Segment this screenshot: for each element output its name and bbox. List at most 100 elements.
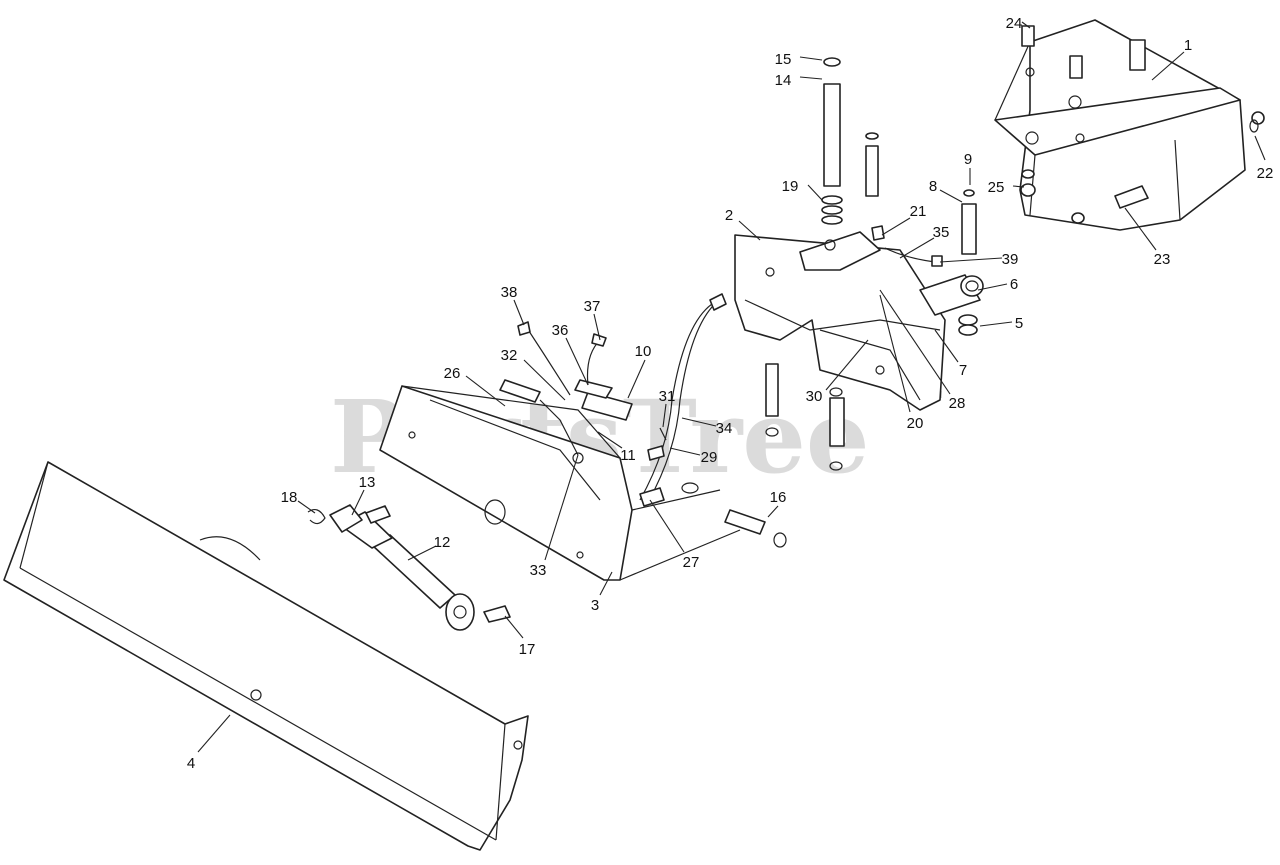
callout-layer: 1234567891011121314151617181920212223242… — [187, 15, 1274, 772]
callout-37[interactable]: 37 — [584, 298, 601, 341]
callout-24[interactable]: 24 — [1006, 15, 1031, 32]
callout-39[interactable]: 39 — [939, 251, 1018, 268]
callout-33[interactable]: 33 — [530, 454, 579, 579]
leader-line — [799, 56, 823, 61]
part-mount-plate[interactable] — [994, 19, 1246, 231]
callout-32[interactable]: 32 — [501, 347, 566, 401]
part-blade-frame[interactable] — [379, 385, 633, 581]
leader-line — [669, 447, 701, 456]
callout-9[interactable]: 9 — [964, 151, 972, 185]
callout-34[interactable]: 34 — [681, 417, 732, 437]
part-washers-5[interactable] — [958, 314, 978, 336]
callout-6[interactable]: 6 — [977, 276, 1018, 293]
leader-line — [825, 339, 869, 391]
leader-line — [899, 237, 935, 259]
callout-label: 9 — [964, 151, 972, 168]
part-pin-8[interactable] — [961, 189, 977, 255]
leader-line — [593, 313, 601, 341]
part-lower-pins[interactable] — [765, 363, 845, 471]
callout-2[interactable]: 2 — [725, 207, 761, 241]
leader-line — [807, 184, 823, 201]
leader-line — [1151, 51, 1185, 81]
callout-label: 10 — [635, 343, 652, 360]
callout-label: 14 — [775, 72, 792, 89]
leader-line — [934, 329, 959, 363]
callout-7[interactable]: 7 — [934, 329, 967, 379]
callout-15[interactable]: 15 — [775, 51, 823, 68]
callout-18[interactable]: 18 — [281, 489, 316, 514]
leader-line — [979, 321, 1013, 327]
callout-20[interactable]: 20 — [879, 294, 923, 432]
leader-line — [681, 417, 717, 427]
leader-line — [939, 257, 1003, 263]
callout-22[interactable]: 22 — [1254, 135, 1274, 182]
callout-label: 31 — [659, 388, 676, 405]
part-valve-assembly[interactable] — [499, 321, 633, 464]
callout-23[interactable]: 23 — [1124, 207, 1170, 268]
leader-line — [504, 615, 524, 639]
part-mount-hardware[interactable] — [1020, 25, 1265, 224]
callout-label: 3 — [591, 597, 599, 614]
leader-line — [513, 299, 525, 326]
callout-label: 5 — [1015, 315, 1023, 332]
callout-label: 22 — [1257, 165, 1274, 182]
part-pins-left[interactable] — [307, 505, 511, 623]
part-pins-right[interactable] — [619, 482, 787, 581]
callout-21[interactable]: 21 — [881, 203, 927, 236]
callout-29[interactable]: 29 — [669, 447, 717, 466]
leader-line — [1012, 185, 1025, 188]
leader-line — [407, 545, 437, 561]
callout-25[interactable]: 25 — [988, 179, 1025, 196]
callout-label: 18 — [281, 489, 298, 506]
callout-label: 25 — [988, 179, 1005, 196]
callout-1[interactable]: 1 — [1151, 37, 1192, 81]
callout-16[interactable]: 16 — [767, 489, 786, 518]
leader-line — [767, 505, 779, 518]
callout-38[interactable]: 38 — [501, 284, 525, 326]
leader-line — [881, 217, 911, 236]
leader-line — [597, 431, 623, 449]
callout-11[interactable]: 11 — [597, 431, 636, 464]
callout-3[interactable]: 3 — [591, 571, 613, 614]
leader-line — [297, 500, 316, 514]
callout-label: 37 — [584, 298, 601, 315]
part-hose-35[interactable] — [871, 225, 943, 267]
callout-17[interactable]: 17 — [504, 615, 535, 658]
part-pivot-tube[interactable] — [919, 274, 984, 316]
callout-label: 13 — [359, 474, 376, 491]
callout-label: 28 — [949, 395, 966, 412]
part-hydraulic-cylinder[interactable] — [329, 504, 475, 631]
callout-label: 12 — [434, 534, 451, 551]
callout-30[interactable]: 30 — [806, 339, 869, 405]
callout-27[interactable]: 27 — [649, 499, 699, 571]
callout-8[interactable]: 8 — [929, 178, 963, 203]
leader-line — [523, 359, 566, 401]
callout-4[interactable]: 4 — [187, 714, 231, 772]
callout-label: 35 — [933, 224, 950, 241]
callout-19[interactable]: 19 — [782, 178, 823, 201]
part-hose-34[interactable] — [639, 293, 727, 503]
callout-label: 2 — [725, 207, 733, 224]
callout-31[interactable]: 31 — [659, 388, 676, 428]
callout-12[interactable]: 12 — [407, 534, 451, 561]
callout-label: 36 — [552, 322, 569, 339]
callout-14[interactable]: 14 — [775, 72, 823, 89]
callout-10[interactable]: 10 — [627, 343, 652, 399]
callout-5[interactable]: 5 — [979, 315, 1023, 332]
callout-35[interactable]: 35 — [899, 224, 950, 259]
callout-26[interactable]: 26 — [444, 365, 506, 407]
callout-label: 24 — [1006, 15, 1023, 32]
callout-36[interactable]: 36 — [552, 322, 589, 386]
callout-label: 15 — [775, 51, 792, 68]
callout-label: 32 — [501, 347, 518, 364]
callout-13[interactable]: 13 — [351, 474, 376, 516]
leader-line — [197, 714, 231, 753]
callout-28[interactable]: 28 — [879, 289, 966, 412]
callout-label: 8 — [929, 178, 937, 195]
leader-line — [977, 283, 1008, 291]
part-blade[interactable] — [3, 461, 529, 851]
callout-label: 7 — [959, 362, 967, 379]
callout-label: 38 — [501, 284, 518, 301]
part-pivot-pin-stack[interactable] — [821, 57, 879, 225]
callout-label: 21 — [910, 203, 927, 220]
